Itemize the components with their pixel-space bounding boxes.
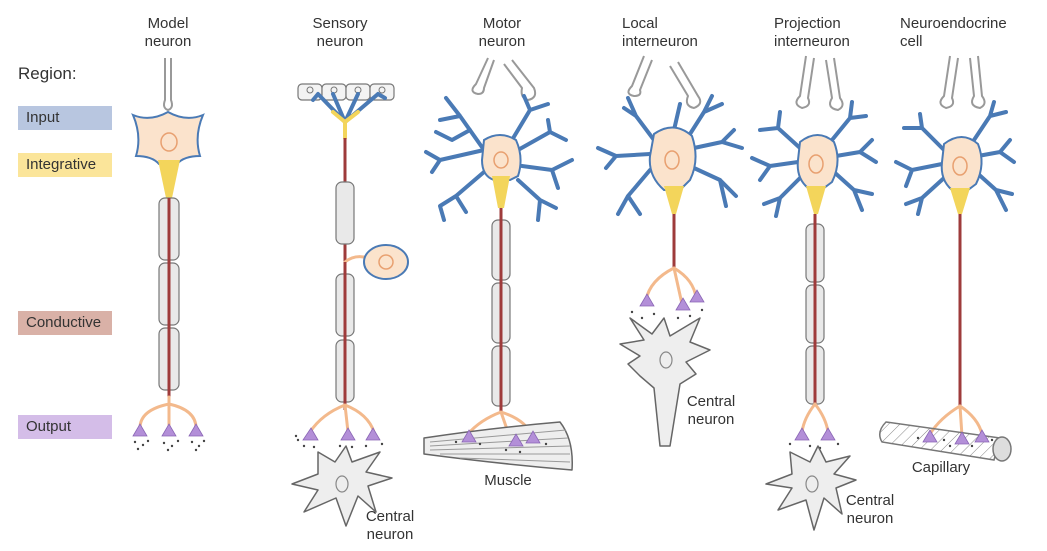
sensory-cell-body [363, 244, 409, 280]
local-soma [648, 126, 697, 191]
motor-dendrites [424, 94, 574, 222]
sensory-receptor-endings [311, 92, 387, 124]
column-title-sensory: Sensory neuron [312, 15, 368, 50]
neuroendocrine-capillary [879, 421, 1001, 461]
local-terminal-2 [675, 297, 691, 311]
model-neuron [131, 58, 206, 452]
projection-dendrites [750, 100, 878, 218]
motor-nucleus [493, 151, 509, 169]
model-terminal-3 [188, 423, 204, 437]
neuroendocrine-terminal-3 [974, 429, 990, 443]
projection-axon-hillock [806, 186, 826, 214]
projection-target-nucleus [805, 475, 819, 493]
region-output-chip: Output [18, 415, 112, 439]
model-terminal-branches [138, 395, 198, 430]
motor-target-label: Muscle [484, 472, 532, 489]
sensory-target-label: Central neuron [365, 508, 415, 543]
projection-terminal-branches [800, 402, 830, 434]
local-transmitter-dots [630, 308, 704, 320]
sensory-myelin-1 [335, 181, 355, 245]
region-input-chip: Input [18, 106, 112, 130]
motor-neuron [423, 57, 574, 471]
local-presynaptic-input-1 [627, 55, 653, 97]
sensory-terminal-3 [365, 427, 381, 441]
motor-terminal-1 [461, 429, 477, 443]
model-soma [131, 110, 205, 165]
motor-muscle-fibers [429, 429, 571, 463]
local-presynaptic-input-2 [669, 61, 702, 109]
sensory-terminal-2 [340, 427, 356, 441]
column-title-model: Model neuron [144, 15, 192, 50]
column-title-projection: Projection interneuron [774, 15, 850, 50]
neuroendocrine-soma [940, 136, 983, 191]
motor-axon-hillock [492, 176, 510, 208]
neuroendocrine-target-label: Capillary [911, 459, 971, 476]
motor-presynaptic-input-2 [503, 59, 537, 101]
local-dendrites [596, 94, 744, 216]
projection-presynaptic-input-2 [825, 57, 844, 111]
column-title-motor: Motor neuron [478, 15, 526, 50]
projection-interneuron [750, 55, 878, 531]
projection-transmitter-dots [788, 442, 840, 450]
sensory-target-nucleus [335, 475, 349, 493]
sensory-terminal-1 [302, 427, 319, 441]
column-title-local: Local interneuron [622, 15, 698, 50]
neuroendocrine-terminal-2 [954, 431, 970, 445]
local-target-label: Central neuron [686, 393, 736, 428]
model-presynaptic-input [163, 58, 173, 112]
model-terminal-2 [161, 423, 177, 437]
neuroendocrine-axon-hillock [950, 188, 970, 214]
projection-terminal-2 [820, 427, 836, 441]
neuroendocrine-cell [879, 55, 1016, 462]
local-target-nucleus [659, 351, 673, 369]
region-title: Region: [18, 64, 77, 83]
motor-transmitter-dots [454, 440, 548, 454]
local-terminal-3 [689, 289, 705, 303]
column-title-neuroendocrine: Neuroendocrine cell [900, 15, 1007, 50]
sensory-terminal-branches [308, 403, 376, 434]
neuroendocrine-presynaptic-input-2 [969, 55, 986, 109]
motor-terminal-2 [508, 433, 524, 447]
motor-soma [480, 134, 522, 181]
motor-presynaptic-input-1 [471, 57, 495, 95]
region-integrative-chip: Integrative [18, 153, 112, 177]
region-conductive-chip: Conductive [18, 311, 112, 335]
neuroendocrine-transmitter-dots [916, 436, 994, 448]
projection-presynaptic-input-1 [795, 55, 815, 109]
sensory-integrative-zone [331, 110, 360, 140]
model-nucleus [160, 132, 178, 152]
neuroendocrine-terminal-1 [922, 429, 938, 443]
local-axon-hillock [664, 186, 684, 214]
model-axon-hillock [158, 160, 180, 198]
sensory-neuron [291, 83, 409, 527]
local-terminal-1 [639, 293, 655, 307]
projection-soma [796, 134, 839, 189]
projection-nucleus [808, 154, 824, 174]
local-nucleus [664, 150, 680, 170]
local-target-neuron [619, 317, 711, 447]
projection-terminal-1 [794, 427, 810, 441]
sensory-target-neuron [291, 445, 393, 527]
motor-muscle [423, 421, 573, 471]
motor-terminal-3 [525, 430, 541, 444]
neuroendocrine-dendrites [894, 100, 1016, 216]
local-interneuron [596, 55, 744, 447]
model-terminal-1 [132, 423, 148, 437]
sensory-nucleus [378, 254, 394, 270]
projection-target-neuron [765, 445, 857, 531]
model-transmitter-dots [133, 439, 206, 452]
neuroendocrine-nucleus [952, 156, 968, 176]
neuroendocrine-presynaptic-input-1 [939, 55, 959, 109]
neuroendocrine-capillary-opening [992, 436, 1012, 462]
projection-target-label: Central neuron [845, 492, 895, 527]
local-terminal-branches [644, 266, 698, 306]
sensory-transmitter-dots [294, 434, 384, 449]
